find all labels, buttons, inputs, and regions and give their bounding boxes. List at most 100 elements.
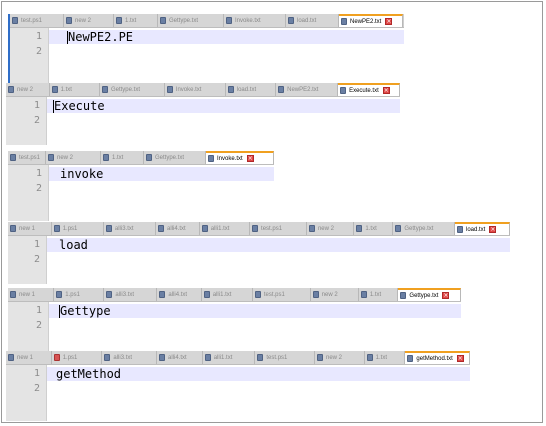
tab-label: new 2 <box>17 86 34 93</box>
tab-1-ps1[interactable]: 1.ps1 <box>51 351 103 364</box>
line-number: 1 <box>33 368 40 379</box>
file-icon <box>208 155 214 162</box>
file-icon <box>341 18 347 25</box>
code-line[interactable]: load <box>59 238 88 252</box>
file-icon <box>288 17 294 24</box>
tab-load-txt[interactable]: load.txt× <box>455 222 510 235</box>
current-line-highlight <box>49 30 404 44</box>
file-icon <box>10 291 16 298</box>
line-number: 2 <box>33 254 40 265</box>
file-icon <box>12 17 18 24</box>
tab-new-2[interactable]: new 2 <box>310 288 359 301</box>
tab-alli3-txt[interactable]: alli3.txt <box>103 222 157 235</box>
tab-1-txt[interactable]: 1.txt <box>114 14 158 27</box>
file-icon <box>104 354 111 361</box>
close-icon[interactable]: × <box>456 355 464 362</box>
tab-1-txt[interactable]: 1.txt <box>364 351 406 364</box>
tab-gettype-txt[interactable]: Gettype.txt <box>99 83 165 96</box>
code-line[interactable]: Gettype <box>60 304 111 318</box>
file-icon <box>257 354 264 361</box>
tab-label: new 2 <box>321 291 338 298</box>
tab-label: Invoke.txt <box>217 155 243 162</box>
tab-1-ps1[interactable]: 1.ps1 <box>54 288 105 301</box>
tab-newpe2-txt[interactable]: NewPE2.txt× <box>339 14 403 27</box>
line-number: 1 <box>33 100 40 111</box>
tab-new-1[interactable]: new 1 <box>8 222 52 235</box>
tab-label: NewPE2.txt <box>287 86 319 93</box>
tab-load-txt[interactable]: load.txt <box>286 14 339 27</box>
tab-alli1-txt[interactable]: alli1.txt <box>201 288 253 301</box>
tab-gettype-txt[interactable]: Gettype.txt× <box>398 288 461 301</box>
tab-newpe2-txt[interactable]: NewPE2.txt <box>276 83 339 96</box>
tab-test-ps1[interactable]: test.ps1 <box>250 222 307 235</box>
tab-new-1[interactable]: new 1 <box>8 288 55 301</box>
tab-alli4-txt[interactable]: alli4.txt <box>157 351 203 364</box>
line-number: 1 <box>35 31 42 42</box>
tab-alli3-txt[interactable]: alli3.txt <box>102 351 158 364</box>
tab-test-ps1[interactable]: test.ps1 <box>10 14 64 27</box>
close-icon[interactable]: × <box>246 155 254 162</box>
file-icon <box>360 291 367 298</box>
file-icon <box>252 225 259 232</box>
tab-1-txt[interactable]: 1.txt <box>358 288 399 301</box>
tab-label: Gettype.txt <box>155 154 185 161</box>
tab-invoke-txt[interactable]: Invoke.txt <box>164 83 226 96</box>
tab-1-txt[interactable]: 1.txt <box>354 222 394 235</box>
file-icon <box>8 86 14 93</box>
file-icon <box>400 292 407 299</box>
close-icon[interactable]: × <box>489 226 497 233</box>
tab-alli1-txt[interactable]: alli1.txt <box>199 222 251 235</box>
tab-label: Invoke.txt <box>235 17 261 24</box>
tab-gettype-txt[interactable]: Gettype.txt <box>393 222 455 235</box>
tab-1-ps1[interactable]: 1.ps1 <box>51 222 104 235</box>
tab-1-txt[interactable]: 1.txt <box>101 151 144 164</box>
tab-new-2[interactable]: new 2 <box>6 83 50 96</box>
code-line[interactable]: Execute <box>54 99 105 113</box>
tab-getmethod-txt[interactable]: getMethod.txt× <box>405 351 470 364</box>
tab-label: alli4.txt <box>168 291 188 298</box>
tab-label: alli4.txt <box>168 354 187 361</box>
tab-1-txt[interactable]: 1.txt <box>49 83 100 96</box>
close-icon[interactable]: × <box>382 87 390 94</box>
tab-alli4-txt[interactable]: alli4.txt <box>157 288 202 301</box>
tab-gettype-txt[interactable]: Gettype.txt <box>144 151 206 164</box>
tab-new-2[interactable]: new 2 <box>46 151 101 164</box>
tab-invoke-txt[interactable]: Invoke.txt× <box>206 151 274 164</box>
code-line[interactable]: invoke <box>60 167 104 181</box>
tab-label: alli1.txt <box>210 225 230 232</box>
tab-load-txt[interactable]: load.txt <box>225 83 277 96</box>
close-icon[interactable]: × <box>385 18 393 25</box>
tab-alli4-txt[interactable]: alli4.txt <box>156 222 200 235</box>
tab-gettype-txt[interactable]: Gettype.txt <box>158 14 224 27</box>
text-caret <box>53 100 54 113</box>
tab-new-1[interactable]: new 1 <box>6 351 52 364</box>
tab-test-ps1[interactable]: test.ps1 <box>252 288 311 301</box>
tab-new-2[interactable]: new 2 <box>314 351 365 364</box>
file-icon <box>395 225 402 232</box>
code-line[interactable]: getMethod <box>56 367 122 381</box>
tab-label: test.ps1 <box>19 154 41 161</box>
current-line-highlight <box>47 238 510 252</box>
close-icon[interactable]: × <box>442 292 450 299</box>
tab-new-2[interactable]: new 2 <box>64 14 114 27</box>
tab-label: Gettype.txt <box>110 86 140 93</box>
code-line[interactable]: NewPE2.PE <box>68 30 134 44</box>
tab-label: 1.txt <box>112 154 124 161</box>
tab-execute-txt[interactable]: Execute.txt× <box>338 83 400 96</box>
tab-test-ps1[interactable]: test.ps1 <box>8 151 46 164</box>
file-icon <box>48 154 54 161</box>
tab-new-2[interactable]: new 2 <box>306 222 355 235</box>
tab-invoke-txt[interactable]: Invoke.txt <box>224 14 286 27</box>
tab-alli1-txt[interactable]: alli1.txt <box>202 351 256 364</box>
file-icon <box>106 291 113 298</box>
tab-alli3-txt[interactable]: alli3.txt <box>104 288 158 301</box>
tab-test-ps1[interactable]: test.ps1 <box>255 351 315 364</box>
